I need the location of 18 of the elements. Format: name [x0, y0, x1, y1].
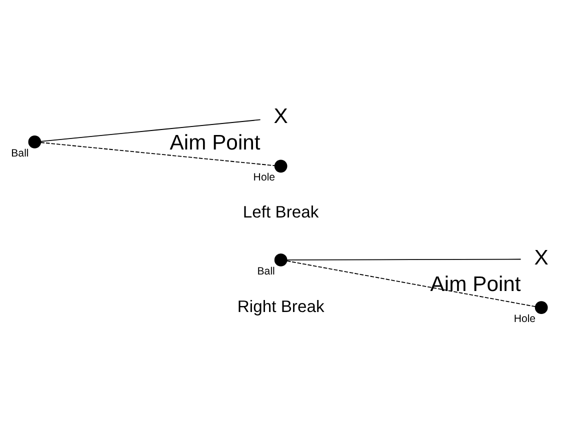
node-text: X [534, 246, 548, 270]
node-label: Hole [253, 172, 276, 184]
node-circle [28, 136, 42, 148]
node-circle [274, 254, 288, 266]
node-label: Ball [11, 147, 29, 160]
label: Right Break [237, 296, 324, 316]
node-text: X [274, 104, 288, 128]
connector [40, 119, 261, 142]
connector [286, 260, 536, 308]
label: Left Break [242, 202, 319, 222]
node-circle [534, 301, 548, 314]
node-circle [274, 160, 288, 173]
connector [40, 142, 276, 166]
node-label: Ball [257, 265, 275, 278]
connector [286, 258, 522, 260]
node-label: Aim Point [170, 131, 260, 154]
node-label: Hole [514, 313, 536, 326]
node-label: Aim Point [430, 272, 521, 296]
